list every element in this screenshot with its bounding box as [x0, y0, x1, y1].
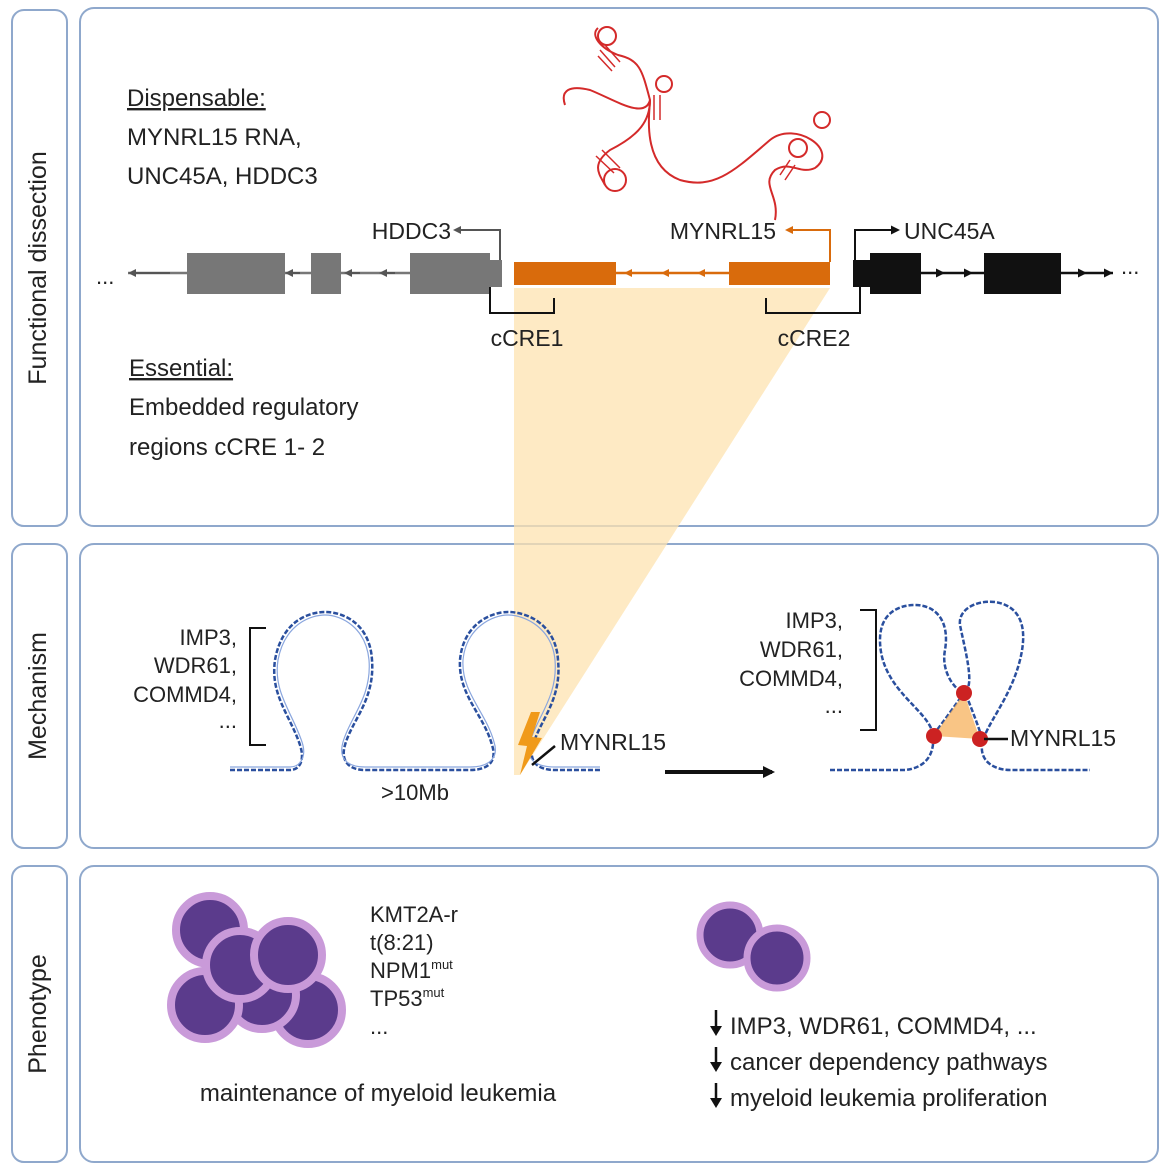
essential-line-1: Embedded regulatory [129, 394, 358, 421]
effect-3: myeloid leukemia proliferation [730, 1085, 1047, 1112]
right-gene-bracket [860, 609, 877, 731]
down-arrow-icon [710, 1010, 722, 1108]
zoom-highlight [514, 288, 830, 775]
gene-track: ... HDDC3 MYNRL15 UNC45A ... [96, 218, 1139, 351]
left-gene-4: ... [219, 708, 237, 733]
mynrl15-right-label: MYNRL15 [1010, 725, 1116, 751]
right-loop-anchor-triangle [934, 693, 980, 739]
right-gene-3: COMMD4, [739, 666, 843, 691]
leukemia-cell-cluster [167, 892, 346, 1048]
lightning-icon [518, 712, 542, 775]
dispensable-line-1: MYNRL15 RNA, [127, 124, 302, 151]
reduced-cell-pair [696, 901, 811, 992]
svg-text:Functional dissection: Functional dissection [24, 151, 52, 384]
right-gene-2: WDR61, [760, 637, 843, 662]
unc45a-label: UNC45A [904, 218, 995, 244]
mynrl15-exon-2 [729, 262, 830, 285]
essential-heading: Essential: [129, 355, 233, 382]
dna-loop-left [230, 610, 600, 772]
side-label-phenotype: Phenotype [11, 865, 68, 1163]
subtype-5: ... [370, 1014, 388, 1039]
subtype-2: t(8:21) [370, 930, 434, 955]
subtype-3: NPM1mut [370, 957, 453, 983]
anchor-dot-left [926, 728, 942, 744]
distance-label: >10Mb [381, 780, 449, 805]
subtype-1: KMT2A-r [370, 902, 458, 927]
essential-line-2: regions cCRE 1- 2 [129, 434, 325, 461]
mynrl15-exon-1 [514, 262, 616, 285]
hddc3-label: HDDC3 [372, 218, 451, 244]
anchor-dot-top [956, 685, 972, 701]
hddc3-exon-1 [187, 253, 285, 294]
mynrl15-label: MYNRL15 [670, 218, 776, 244]
panel-phenotype [79, 865, 1159, 1163]
left-gene-3: COMMD4, [133, 682, 237, 707]
right-gene-4: ... [825, 693, 843, 718]
unc45a-exon-1 [870, 253, 921, 294]
effect-1: IMP3, WDR61, COMMD4, ... [730, 1013, 1037, 1040]
svg-text:Mechanism: Mechanism [24, 632, 52, 760]
mynrl15-rna-icon [562, 26, 831, 221]
left-caption: maintenance of myeloid leukemia [200, 1080, 557, 1107]
mynrl15-left-label: MYNRL15 [560, 729, 666, 755]
hddc3-exon-2 [311, 253, 341, 294]
dispensable-heading: Dispensable: [127, 85, 266, 112]
effect-2: cancer dependency pathways [730, 1049, 1048, 1076]
unc45a-exon-2 [984, 253, 1061, 294]
anchor-dot-right [972, 731, 988, 747]
ccre1-label: cCRE1 [491, 325, 564, 351]
ellipsis-right: ... [1121, 254, 1139, 279]
dispensable-line-2: UNC45A, HDDC3 [127, 163, 318, 190]
left-gene-2: WDR61, [154, 653, 237, 678]
left-gene-bracket [249, 627, 266, 746]
left-gene-1: IMP3, [180, 625, 237, 650]
side-label-mechanism: Mechanism [11, 543, 68, 849]
subtype-4: TP53mut [370, 985, 445, 1011]
ellipsis-left: ... [96, 264, 114, 289]
right-gene-1: IMP3, [786, 608, 843, 633]
hddc3-exon-3 [410, 253, 490, 294]
ccre2-label: cCRE2 [778, 325, 851, 351]
side-label-functional: Functional dissection [11, 9, 68, 527]
svg-text:Phenotype: Phenotype [24, 954, 52, 1074]
